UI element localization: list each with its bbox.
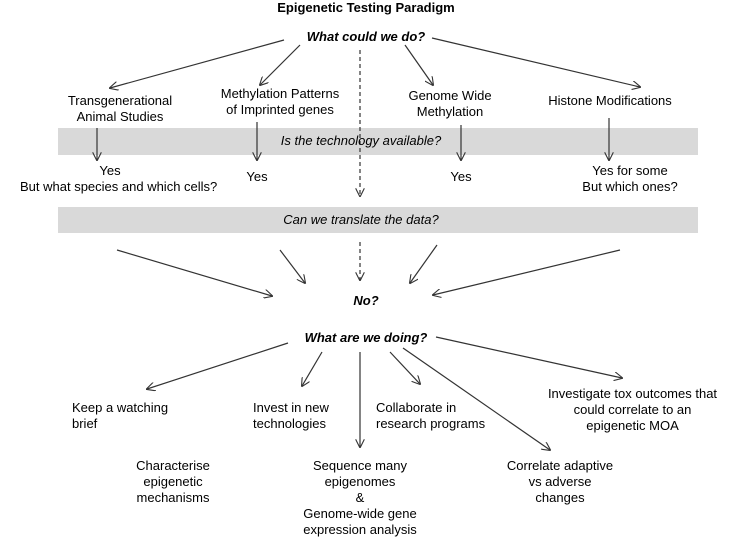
arrow-to-invest	[302, 351, 323, 386]
answer-transgenerational: Yes But what species and which cells?	[20, 163, 218, 194]
answer-methylation-imprinted: Yes	[246, 169, 268, 184]
option-transgenerational: Transgenerational Animal Studies	[67, 93, 173, 124]
action-invest: Invest in new technologies	[253, 400, 329, 431]
action-correlate: Correlate adaptive vs adverse changes	[506, 458, 614, 505]
option-genome-wide: Genome Wide Methylation	[408, 88, 492, 119]
arrow-to-transgenerational	[110, 39, 285, 88]
arrow-to-watching-brief	[147, 342, 289, 389]
arrow-left-to-no	[116, 249, 272, 296]
action-collaborate: Collaborate in research programs	[376, 400, 486, 431]
arrow-right-to-no	[433, 249, 621, 295]
arrow-to-genome-wide	[404, 44, 433, 85]
band-technology-label: Is the technology available?	[280, 133, 442, 148]
band-technology	[58, 128, 698, 155]
band-translate	[58, 207, 698, 233]
action-sequence: Sequence many epigenomes & Genome-wide g…	[303, 458, 417, 537]
arrow-to-investigate-tox	[435, 336, 622, 378]
arrow-rightmid-to-no	[410, 244, 438, 283]
option-methylation-imprinted: Methylation Patterns of Imprinted genes	[220, 86, 340, 117]
question-what-could-we-do: What could we do?	[306, 29, 426, 44]
diagram-title: Epigenetic Testing Paradigm	[277, 0, 455, 15]
answer-genome-wide: Yes	[450, 169, 472, 184]
arrow-leftmid-to-no	[279, 249, 305, 283]
arrow-to-histone	[431, 37, 640, 87]
arrow-to-methylation-imprinted	[260, 44, 301, 85]
action-watching-brief: Keep a watching brief	[72, 400, 169, 431]
no-label: No?	[353, 293, 379, 308]
action-characterise: Characterise epigenetic mechanisms	[136, 458, 210, 505]
arrow-to-collaborate	[389, 351, 420, 384]
band-translate-label: Can we translate the data?	[283, 212, 439, 227]
question-what-are-we-doing: What are we doing?	[304, 330, 428, 345]
arrow-to-correlate	[402, 347, 550, 450]
answer-histone: Yes for some But which ones?	[582, 163, 678, 194]
option-histone: Histone Modifications	[548, 93, 672, 108]
action-investigate-tox: Investigate tox outcomes that could corr…	[547, 386, 718, 433]
